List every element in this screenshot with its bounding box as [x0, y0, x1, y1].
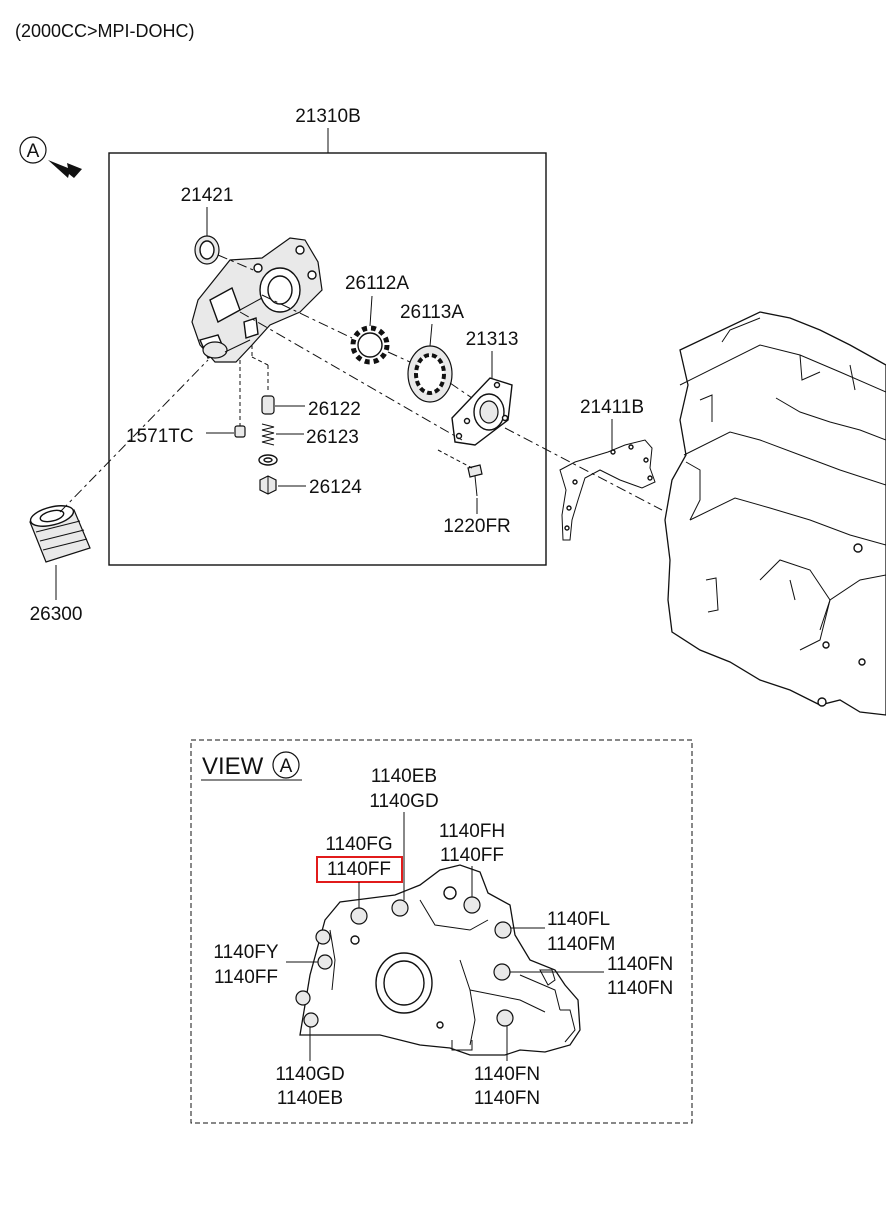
bolt-label-left-middle-2: 1140FF	[214, 967, 278, 988]
bolt-label-top-right-2: 1140FF	[440, 845, 504, 866]
washer-26124	[258, 454, 278, 466]
plunger-26122	[261, 395, 275, 415]
gasket-21411B	[559, 439, 656, 541]
label-21310B: 21310B	[295, 106, 361, 127]
oil-seal-21421	[194, 235, 220, 265]
label-26122: 26122	[308, 399, 361, 420]
view-a-marker-letter: A	[27, 141, 40, 162]
oil-pump-body	[191, 237, 323, 363]
spring-26123	[261, 423, 275, 446]
view-a-title-letter: A	[280, 756, 293, 777]
pump-cover-21313	[451, 377, 513, 446]
bolt-label-right-middle-2: 1140FN	[607, 978, 673, 999]
label-26124: 26124	[309, 477, 362, 498]
label-26300: 26300	[30, 604, 83, 625]
plug-1571TC	[234, 425, 246, 438]
view-a-box	[190, 739, 693, 1124]
inner-rotor-26112A	[350, 325, 390, 365]
variant-header: (2000CC>MPI-DOHC)	[15, 21, 195, 41]
bolt-1220FR	[467, 464, 483, 497]
bolt-label-bottom-left-2: 1140EB	[277, 1088, 343, 1109]
bolt-label-top-left-1: 1140FG	[325, 834, 392, 855]
bolt-label-top-right-1: 1140FH	[439, 821, 505, 842]
bolt-label-left-middle-1: 1140FY	[213, 942, 278, 963]
view-a-pump	[299, 864, 581, 1056]
label-21313: 21313	[466, 329, 519, 350]
bolt-label-top-left-2: 1140FF	[327, 859, 391, 880]
bolt-label-right-middle-1: 1140FN	[607, 954, 673, 975]
bolt-label-top-center-1: 1140EB	[371, 766, 437, 787]
label-26113A: 26113A	[400, 302, 464, 323]
label-1220FR: 1220FR	[443, 516, 511, 537]
bolt-label-top-center-2: 1140GD	[369, 791, 438, 812]
outer-rotor-26113A	[407, 345, 453, 403]
label-26112A: 26112A	[345, 273, 409, 294]
label-21421: 21421	[181, 185, 234, 206]
label-26123: 26123	[306, 427, 359, 448]
view-a-marker: A	[19, 136, 82, 178]
plug-26124	[259, 475, 277, 495]
label-1571TC: 1571TC	[126, 426, 194, 447]
bolt-label-bottom-left-1: 1140GD	[275, 1064, 344, 1085]
bolt-label-right-upper-1: 1140FL	[547, 909, 610, 930]
engine-block	[664, 311, 886, 716]
label-21411B: 21411B	[580, 397, 644, 418]
assembly-box	[108, 152, 547, 566]
view-arrow-icon	[48, 160, 82, 178]
oil-filter-26300	[29, 505, 91, 563]
bolt-label-bottom-right-1: 1140FN	[474, 1064, 540, 1085]
bolt-label-right-upper-2: 1140FM	[547, 934, 615, 955]
bolt-label-bottom-right-2: 1140FN	[474, 1088, 540, 1109]
view-a-title: VIEW	[202, 753, 264, 780]
